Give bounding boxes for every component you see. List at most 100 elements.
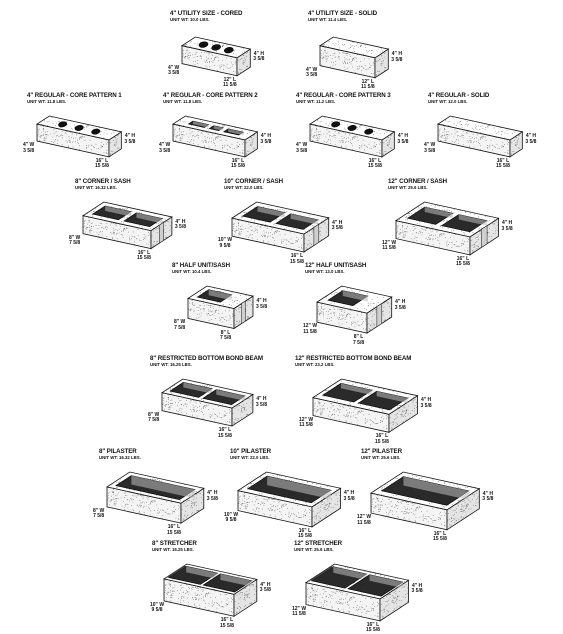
unit-weight: UNIT WT: 16.32 LBS. [75,185,117,190]
sash-groove [481,225,488,248]
block-illustration [308,115,396,158]
block-drawing [318,36,390,79]
height-dimension-actual: 3 5/8 [501,225,513,232]
unit-title: 4" REGULAR - CORE PATTERN 1 [27,92,122,99]
sash-groove [313,223,320,246]
unit-weight: UNIT WT: 23.2 LBS. [295,362,335,367]
unit-weight: UNIT WT: 11.8 LBS. [163,99,203,104]
length-dimension-actual: 15 5/8 [366,627,380,634]
core-slot-1-wall [192,121,209,128]
width-dimension-nominal: 12" W [299,416,314,423]
end-texture [375,52,389,76]
block-illustration [186,285,255,330]
width-dimension-nominal: 4" W [306,66,318,73]
width-dimension-actual: 11 5/8 [299,422,313,429]
core-slot-2-wall [213,125,224,131]
front-texture [320,47,375,78]
width-dimension-nominal: 12" W [357,514,372,521]
core-cavity-left-wall [424,207,453,219]
block-illustration [311,378,419,434]
length-dimension-actual: 15 5/8 [218,432,232,439]
width-dimension-nominal: 4" W [159,142,171,149]
width-dimension-nominal: 4" W [168,64,180,71]
block-illustration [318,36,390,79]
unit-title: 12" PILASTER [361,448,402,455]
width-dimension-actual: 11 5/8 [303,328,317,335]
length-dimension-nominal: 16" L [496,157,510,164]
height-dimension-actual: 3 5/8 [174,224,187,231]
width-dimension-nominal: 8" W [174,319,186,326]
block-illustration [315,285,393,334]
length-dimension-nominal: 16" L [298,527,312,534]
height-dimension-nominal: 4" H [482,490,493,497]
width-dimension-nominal: 8" W [93,507,105,514]
length-dimension-nominal: 8" L [220,329,231,336]
length-dimension-nominal: 16" L [456,255,470,262]
width-dimension-nominal: 4" W [296,142,308,149]
unit-title: 8" PILASTER [99,448,137,455]
unit-weight: UNIT WT: 11.2 LBS. [296,99,336,104]
unit-title: 8" CORNER / SASH [75,178,131,185]
unit-weight: UNIT WT: 11.8 LBS. [27,99,67,104]
width-dimension-actual: 3 5/8 [168,70,180,77]
length-dimension-actual: 15 5/8 [231,163,245,170]
width-dimension-actual: 3 5/8 [296,147,308,154]
unit-title: 4" UTILITY SIZE - SOLID [308,10,377,17]
height-dimension-actual: 3 5/8 [256,303,268,310]
width-dimension-actual: 11 5/8 [357,519,371,526]
width-dimension-nominal: 8" W [69,234,81,241]
front-texture [162,393,231,426]
block-illustration [369,471,481,531]
height-dimension-nominal: 4" H [175,218,186,225]
width-dimension-nominal: 12" W [292,605,307,612]
length-dimension-actual: 11 5/8 [361,84,375,91]
unit-title: 10" CORNER / SASH [224,178,283,185]
width-dimension-nominal: 4" W [424,142,436,149]
height-dimension-nominal: 4" H [391,51,402,58]
end-texture [234,584,257,614]
end-texture [232,398,253,424]
block-illustration [394,201,500,256]
length-dimension-actual: 15 5/8 [433,536,447,543]
length-dimension-actual: 15 5/8 [137,255,151,262]
width-dimension-nominal: 10" W [224,511,239,518]
block-illustration [171,115,259,158]
block-top-face [318,36,390,59]
length-dimension-actual: 7 5/8 [353,339,365,346]
core-hole-3 [223,47,234,54]
sash-groove [241,300,246,325]
beam-cavity-left-wall [183,382,213,394]
unit-weight: UNIT WT: 25.6 LBS. [361,455,401,460]
unit-title: 12" RESTRICTED BOTTOM BOND BEAM [295,355,412,362]
height-dimension-nominal: 4" H [256,298,267,305]
width-dimension-actual: 3 5/8 [306,72,318,79]
unit-weight: UNIT WT: 12.0 LBS. [428,99,468,104]
height-dimension-actual: 3 5/8 [525,138,537,145]
front-texture [310,124,381,157]
width-dimension-nominal: 12" W [382,239,397,246]
block-drawing [162,563,258,618]
length-dimension-nominal: 16" L [433,530,447,537]
unit-weight: UNIT WT: 10.0 LBS. [170,17,210,22]
core-hole-2 [74,125,84,131]
width-dimension-nominal: 10" W [150,601,165,608]
width-dimension-actual: 3 5/8 [159,147,171,154]
core-hole-1 [58,121,68,128]
